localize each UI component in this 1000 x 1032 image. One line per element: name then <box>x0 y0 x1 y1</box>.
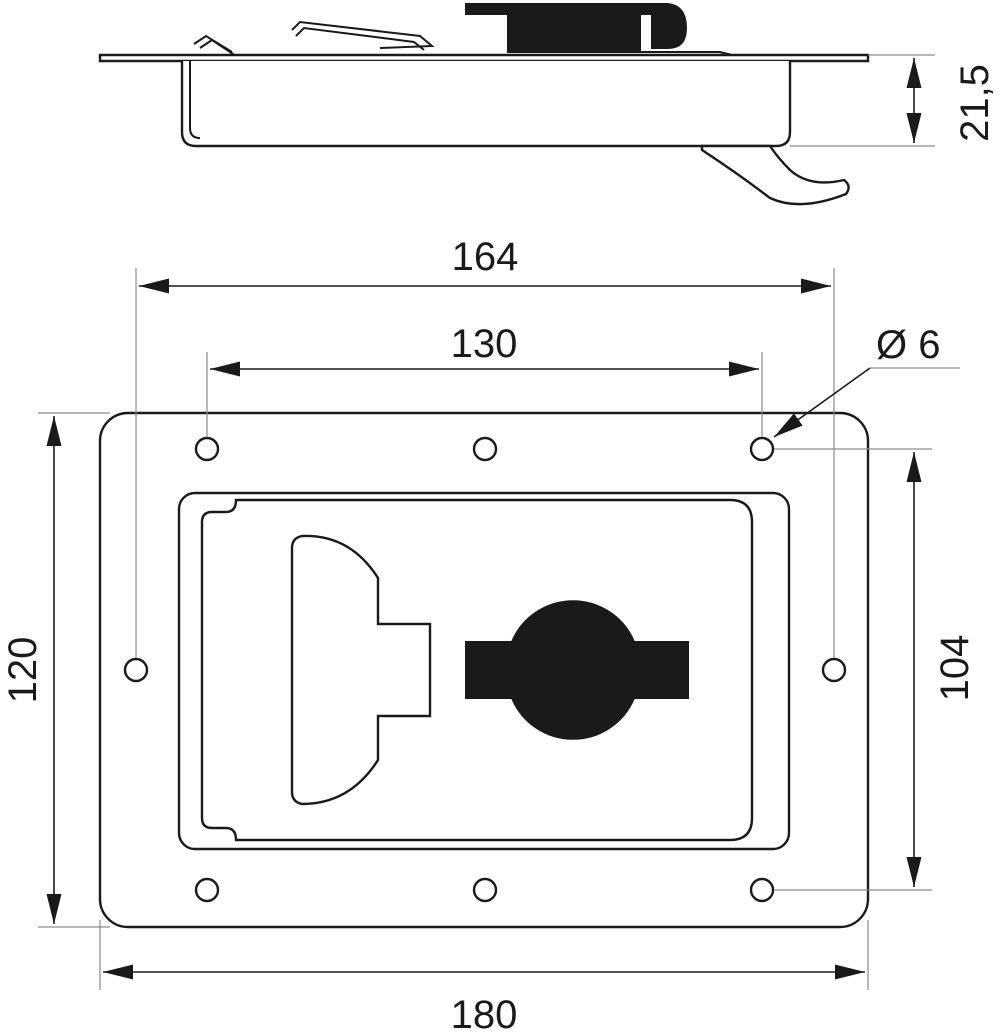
side-flange-rim <box>640 51 733 56</box>
mount-hole <box>472 877 498 903</box>
side-clip-right <box>291 20 435 51</box>
dim-mount-width: 164 <box>135 235 835 658</box>
mount-hole <box>821 657 847 683</box>
mount-hole <box>194 877 220 903</box>
mount-hole <box>194 436 220 462</box>
side-flange <box>98 53 870 63</box>
dim-label-height-side: 21,5 <box>953 64 997 142</box>
mount-hole <box>749 877 775 903</box>
dim-overall-height: 120 <box>1 412 110 928</box>
lock-body <box>465 600 689 740</box>
dim-inner-height: 104 <box>774 448 977 891</box>
side-pan-inner <box>189 61 201 139</box>
side-view <box>98 3 870 206</box>
dim-height-side: 21,5 <box>790 54 997 147</box>
side-pan <box>180 61 792 148</box>
dim-label-hole-diameter: Ø 6 <box>876 323 940 367</box>
dim-label-overall-height: 120 <box>1 637 45 704</box>
side-hook <box>700 144 850 206</box>
side-clip-left <box>193 34 237 57</box>
t-handle <box>290 534 432 806</box>
side-latch-block <box>465 3 688 53</box>
dim-label-overall-width: 180 <box>451 993 518 1032</box>
dim-label-hole-spacing: 130 <box>451 322 518 366</box>
dim-label-mount-width: 164 <box>452 235 519 279</box>
dim-hole-spacing: 130 <box>206 322 763 437</box>
mount-hole <box>472 436 498 462</box>
mount-hole <box>749 436 775 462</box>
dim-hole-diameter: Ø 6 <box>773 323 960 438</box>
dim-overall-width: 180 <box>99 920 869 1032</box>
dim-label-inner-height: 104 <box>933 635 977 702</box>
mount-hole <box>123 657 149 683</box>
top-view <box>98 411 870 929</box>
